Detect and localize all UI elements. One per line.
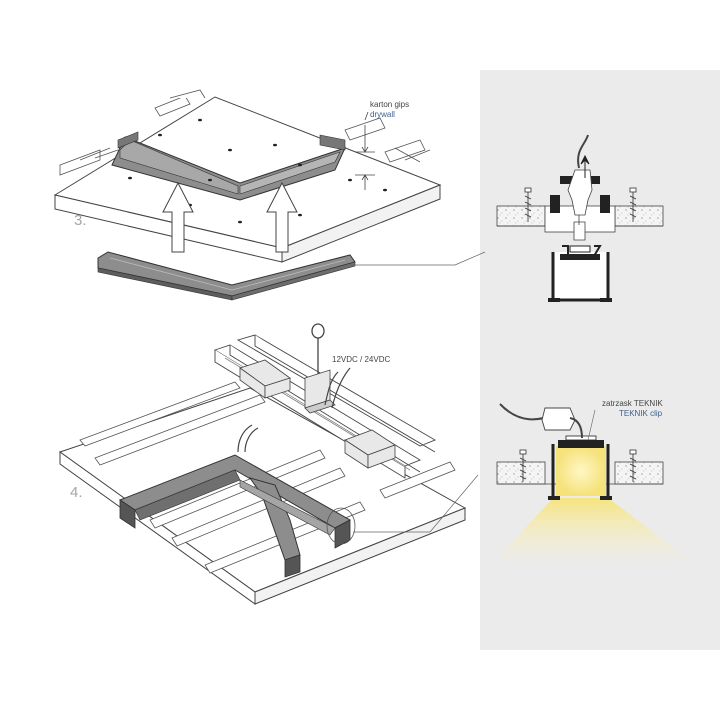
step3-leader-line <box>350 251 486 266</box>
step4-number: 4. <box>70 484 83 501</box>
clip-label-en: TEKNIK clip <box>619 409 663 418</box>
step3-number: 3. <box>74 212 87 229</box>
step4-leader-line <box>353 474 479 533</box>
clip-label-pl: zatrzask TEKNIK <box>602 399 663 408</box>
step4-hanger <box>304 323 336 414</box>
step3-insert-arrows <box>162 181 298 253</box>
step3-section-profile <box>548 245 612 302</box>
step3-illustration <box>53 89 486 301</box>
step4-led-profile-t <box>118 454 352 578</box>
step4-connector-blocks <box>239 359 396 469</box>
step3-screw-holes <box>128 118 387 224</box>
drywall-label-pl: karton gips <box>370 100 409 109</box>
step4-power-cables <box>237 367 351 453</box>
step3-thickness-dimension <box>355 111 375 190</box>
step3-drywall-board <box>53 96 442 263</box>
step3-cross-section <box>496 134 664 302</box>
step3-led-profile <box>97 251 356 301</box>
drywall-label-en: drywall <box>370 110 395 119</box>
step4-cross-section <box>496 403 690 565</box>
step4-illustration <box>58 323 479 605</box>
step3-frame-profiles <box>59 89 431 176</box>
voltage-label: 12VDC / 24VDC <box>332 355 390 364</box>
step4-detail-circle <box>326 507 356 545</box>
light-beam <box>500 498 690 565</box>
